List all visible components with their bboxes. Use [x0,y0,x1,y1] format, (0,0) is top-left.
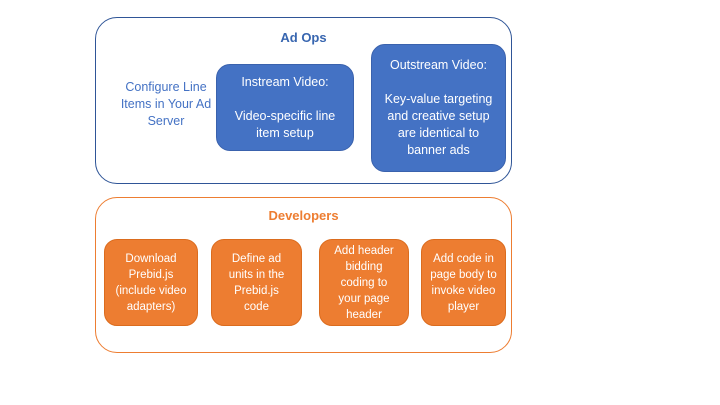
developers-group: Developers Download Prebid.js (include v… [95,197,512,353]
define-ad-units-box: Define ad units in the Prebid.js code [211,239,302,326]
instream-video-box: Instream Video: Video-specific line item… [216,64,354,151]
ad-ops-title: Ad Ops [280,30,327,45]
configure-line-items-note: Configure Line Items in Your Ad Server [120,80,212,128]
add-page-body-code-box: Add code in page body to invoke video pl… [421,239,506,326]
download-prebid-box: Download Prebid.js (include video adapte… [104,239,198,326]
add-header-bidding-box: Add header bidding coding to your page h… [319,239,409,326]
ad-ops-group: Ad Ops Configure Line Items in Your Ad S… [95,17,512,184]
developers-title: Developers [268,208,339,223]
outstream-video-box: Outstream Video: Key-value targeting and… [371,44,506,172]
